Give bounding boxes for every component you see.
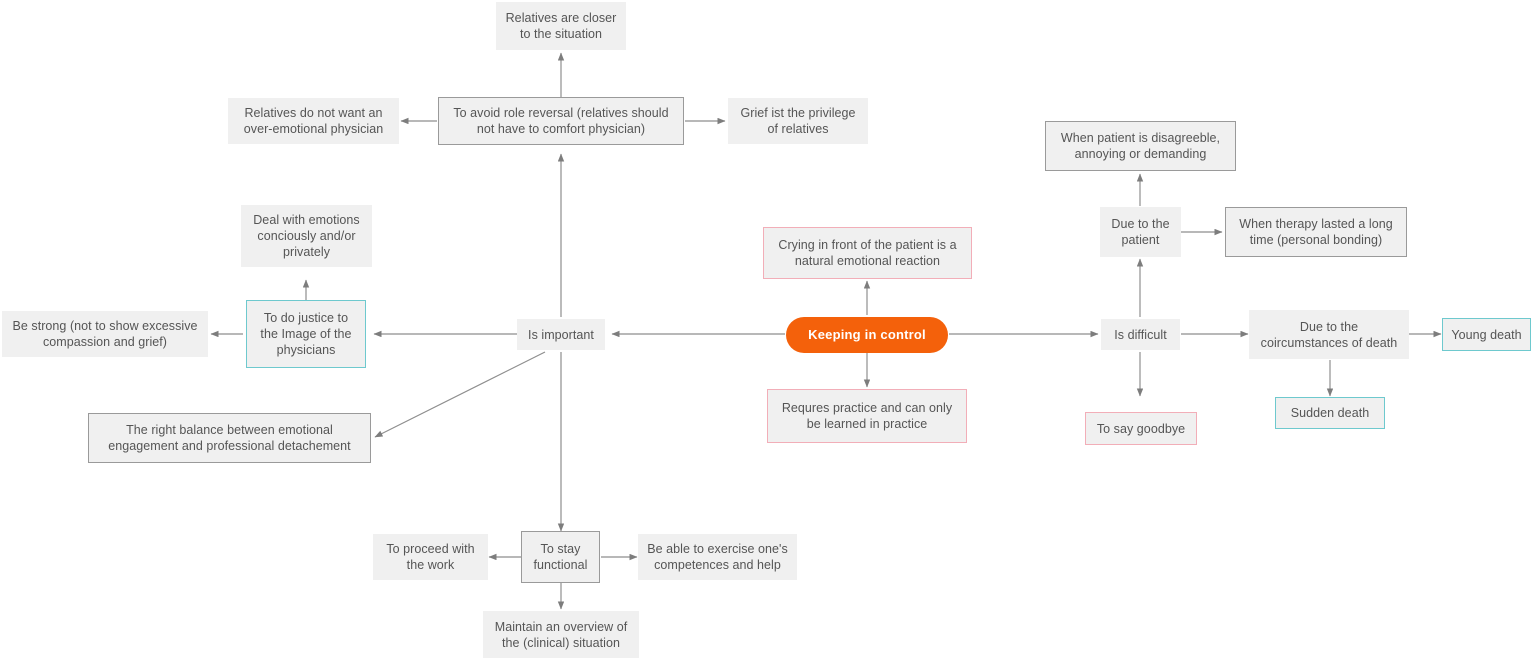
node-grief-privilege[interactable]: Grief ist the privilege of relatives: [728, 98, 868, 144]
node-young-death[interactable]: Young death: [1442, 318, 1531, 351]
node-to-proceed-work[interactable]: To proceed with the work: [373, 534, 488, 580]
node-right-balance[interactable]: The right balance between emotional enga…: [88, 413, 371, 463]
node-avoid-role-reversal[interactable]: To avoid role reversal (relatives should…: [438, 97, 684, 145]
node-therapy-long-time[interactable]: When therapy lasted a long time (persona…: [1225, 207, 1407, 257]
node-crying-natural[interactable]: Crying in front of the patient is a natu…: [763, 227, 972, 279]
node-relatives-closer[interactable]: Relatives are closer to the situation: [496, 2, 626, 50]
node-deal-with-emotions[interactable]: Deal with emotions conciously and/or pri…: [241, 205, 372, 267]
edge-important-to-rightbalance: [374, 351, 546, 438]
node-do-justice-image[interactable]: To do justice to the Image of the physic…: [246, 300, 366, 368]
node-is-difficult[interactable]: Is difficult: [1101, 319, 1180, 350]
node-requires-practice[interactable]: Requres practice and can only be learned…: [767, 389, 967, 443]
node-is-important[interactable]: Is important: [517, 319, 605, 350]
node-to-stay-functional[interactable]: To stay functional: [521, 531, 600, 583]
node-patient-disagreeable[interactable]: When patient is disagreeble, annoying or…: [1045, 121, 1236, 171]
node-sudden-death[interactable]: Sudden death: [1275, 397, 1385, 429]
node-due-to-patient[interactable]: Due to the patient: [1100, 207, 1181, 257]
node-exercise-competences[interactable]: Be able to exercise one's competences an…: [638, 534, 797, 580]
node-due-circumstances[interactable]: Due to the coircumstances of death: [1249, 310, 1409, 359]
node-keeping-in-control[interactable]: Keeping in control: [786, 317, 948, 353]
node-be-strong[interactable]: Be strong (not to show excessive compass…: [2, 311, 208, 357]
node-to-say-goodbye[interactable]: To say goodbye: [1085, 412, 1197, 445]
node-maintain-overview[interactable]: Maintain an overview of the (clinical) s…: [483, 611, 639, 658]
node-relatives-not-want[interactable]: Relatives do not want an over-emotional …: [228, 98, 399, 144]
